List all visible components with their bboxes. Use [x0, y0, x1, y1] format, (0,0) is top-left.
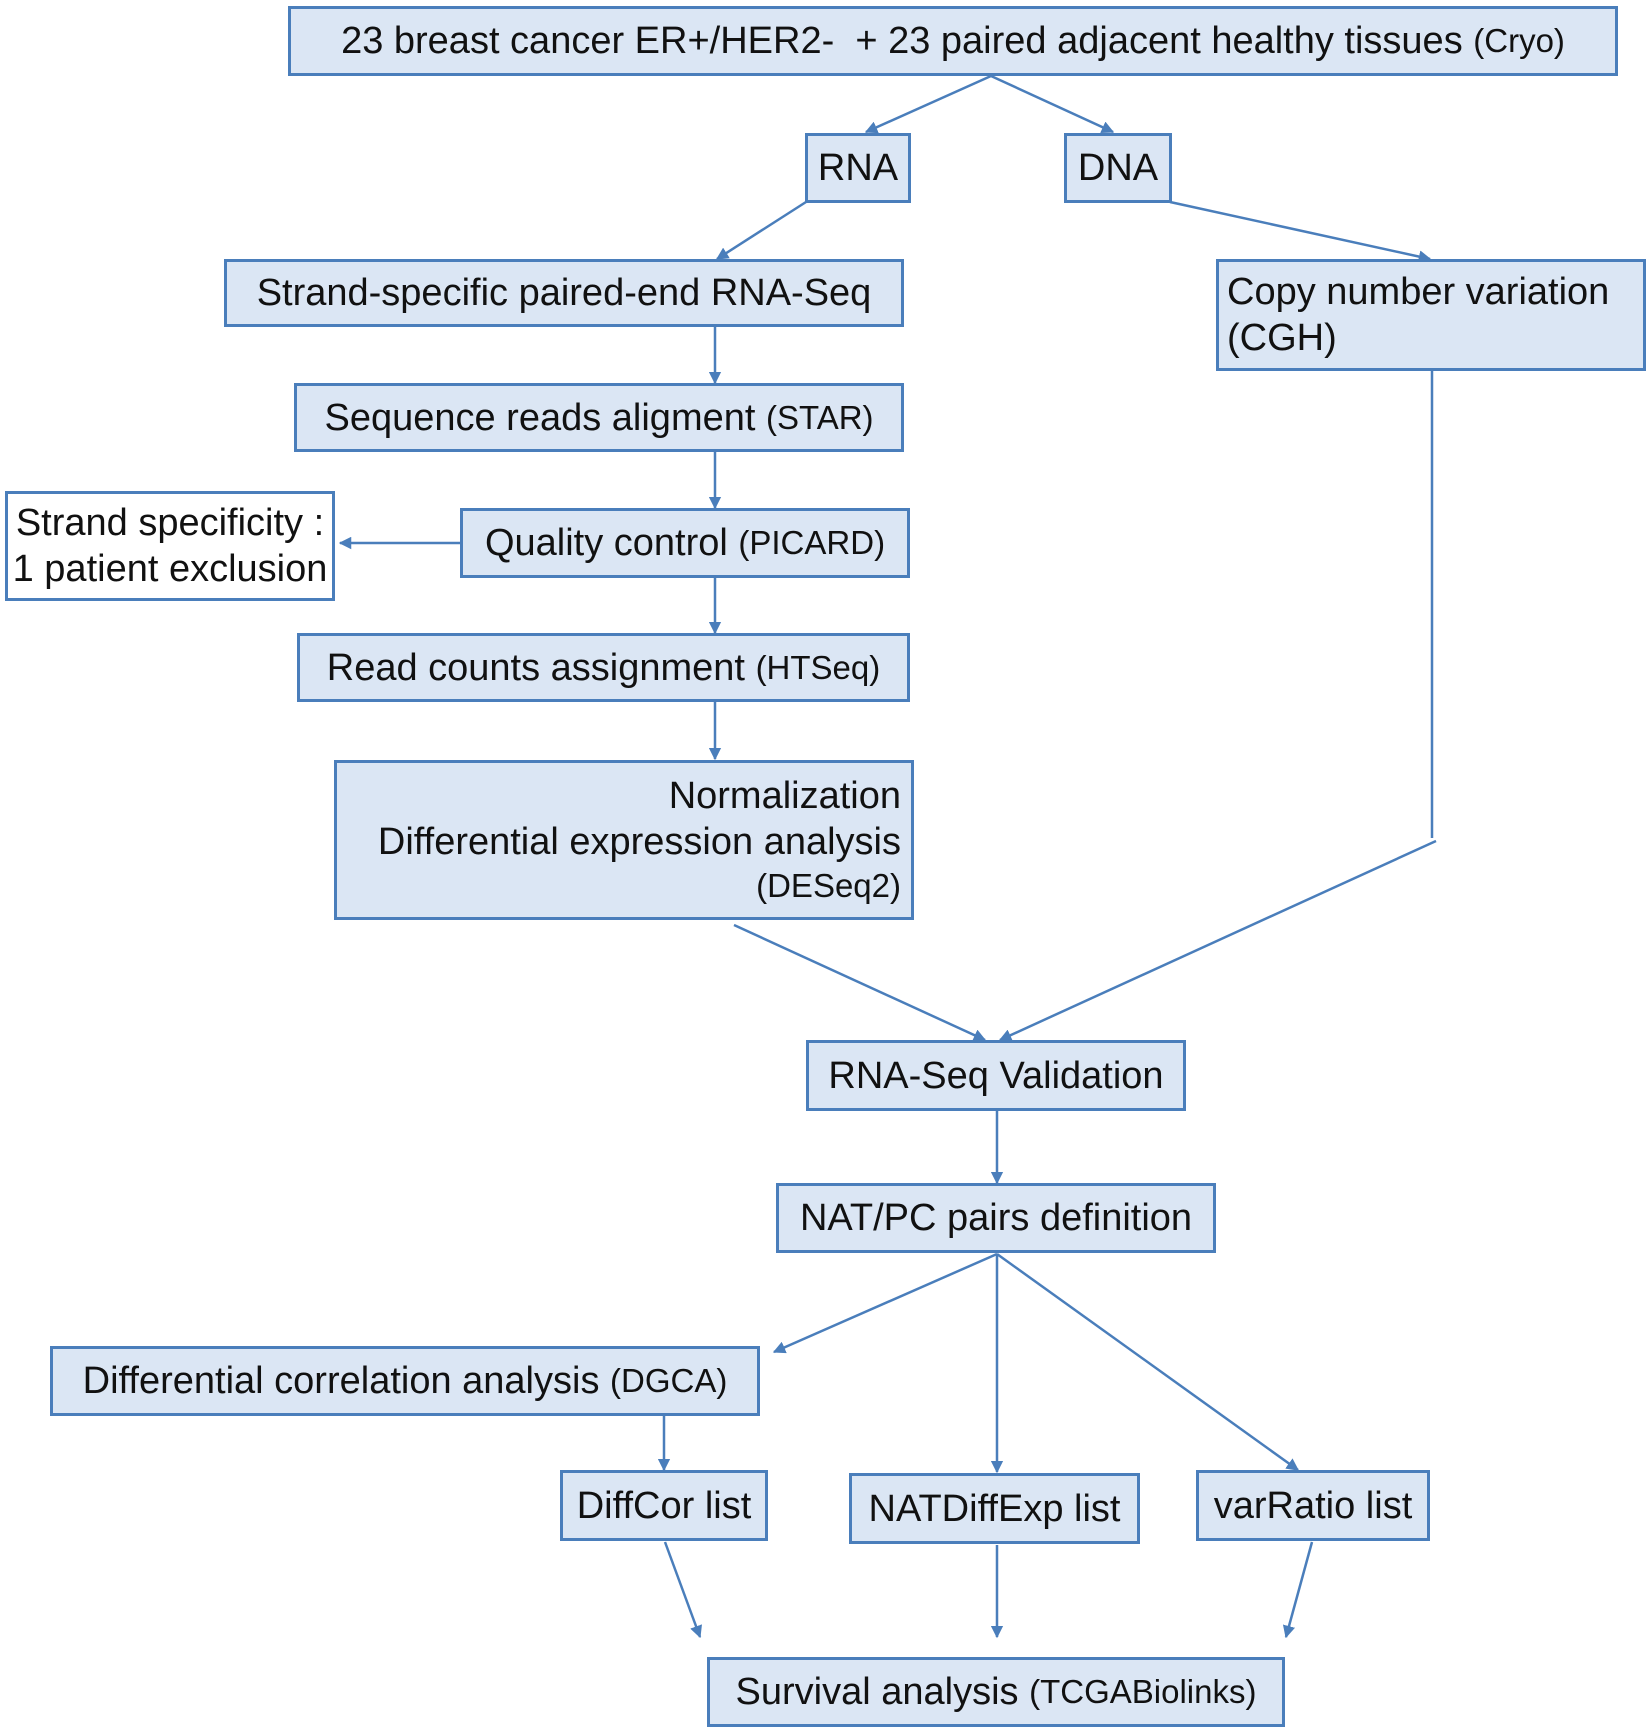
node-rna-label: RNA — [817, 147, 899, 189]
node-diffcor: DiffCor list — [560, 1470, 768, 1541]
node-diffcor-label: DiffCor list — [576, 1484, 752, 1527]
node-align-tag: (STAR) — [765, 398, 874, 436]
node-qc: Quality control (PICARD) — [460, 508, 910, 578]
node-rna: RNA — [805, 133, 911, 203]
node-dgca-label: Differential correlation analysis — [82, 1360, 610, 1402]
node-deseq: Normalization Differential expression an… — [334, 760, 914, 920]
node-strand-exclusion-line2: 1 patient exclusion — [12, 548, 328, 590]
node-align-label: Sequence reads aligment — [324, 396, 766, 439]
node-pairs: NAT/PC pairs definition — [776, 1183, 1216, 1253]
node-qc-label: Quality control — [484, 522, 739, 564]
arrow-varratio-to-survival — [1282, 1541, 1314, 1639]
node-deseq-tag: (DESeq2) — [756, 867, 901, 904]
arrow-source-to-dna — [990, 74, 1115, 134]
node-dgca-tag: (DGCA) — [610, 1362, 728, 1399]
node-varratio: varRatio list — [1196, 1470, 1430, 1541]
node-dna: DNA — [1064, 133, 1172, 203]
arrow-diffcor-to-survival — [663, 1541, 702, 1639]
node-survival-label: Survival analysis — [735, 1671, 1030, 1713]
node-strand-exclusion-line1: Strand specificity : — [15, 502, 325, 544]
node-natdiffexp: NATDiffExp list — [849, 1473, 1140, 1544]
node-cnv-line2: (CGH) — [1227, 317, 1337, 359]
node-source: 23 breast cancer ER+/HER2- + 23 paired a… — [288, 6, 1618, 76]
node-qc-tag: (PICARD) — [738, 524, 886, 561]
node-source-tag: (Cryo) — [1473, 22, 1565, 59]
arrow-deseq-to-validation — [733, 923, 987, 1042]
arrow-dna-to-cnv — [1169, 200, 1432, 263]
node-dna-label: DNA — [1077, 147, 1159, 189]
node-dgca: Differential correlation analysis (DGCA) — [50, 1346, 760, 1416]
node-rnaseq-label: Strand-specific paired-end RNA-Seq — [256, 272, 872, 314]
arrow-pairs-to-varratio — [996, 1252, 1300, 1472]
node-survival: Survival analysis (TCGABiolinks) — [707, 1657, 1285, 1727]
node-counts-tag: (HTSeq) — [755, 648, 881, 686]
node-rnaseq: Strand-specific paired-end RNA-Seq — [224, 259, 904, 327]
arrow-source-to-rna — [864, 74, 992, 134]
node-cnv-line1: Copy number variation — [1227, 271, 1610, 313]
node-deseq-line1: Normalization — [668, 775, 901, 817]
node-validation-label: RNA-Seq Validation — [828, 1054, 1164, 1097]
node-counts-label: Read counts assignment — [326, 646, 756, 689]
node-align: Sequence reads aligment (STAR) — [294, 383, 904, 452]
node-pairs-label: NAT/PC pairs definition — [799, 1197, 1193, 1239]
node-cnv: Copy number variation (CGH) — [1216, 259, 1646, 371]
node-survival-tag: (TCGABiolinks) — [1029, 1673, 1257, 1710]
node-validation: RNA-Seq Validation — [806, 1040, 1186, 1111]
arrow-rna-to-rnaseq — [715, 200, 807, 261]
node-counts: Read counts assignment (HTSeq) — [297, 633, 910, 702]
node-natdiffexp-label: NATDiffExp list — [868, 1487, 1121, 1530]
node-deseq-line2: Differential expression analysis — [377, 821, 901, 863]
node-strand-exclusion: Strand specificity : 1 patient exclusion — [5, 491, 335, 601]
node-source-label: 23 breast cancer ER+/HER2- + 23 paired a… — [341, 20, 1474, 62]
arrow-pairs-to-dgca — [772, 1252, 998, 1354]
arrow-cnv-to-validation — [998, 839, 1437, 1042]
node-varratio-label: varRatio list — [1213, 1484, 1413, 1527]
